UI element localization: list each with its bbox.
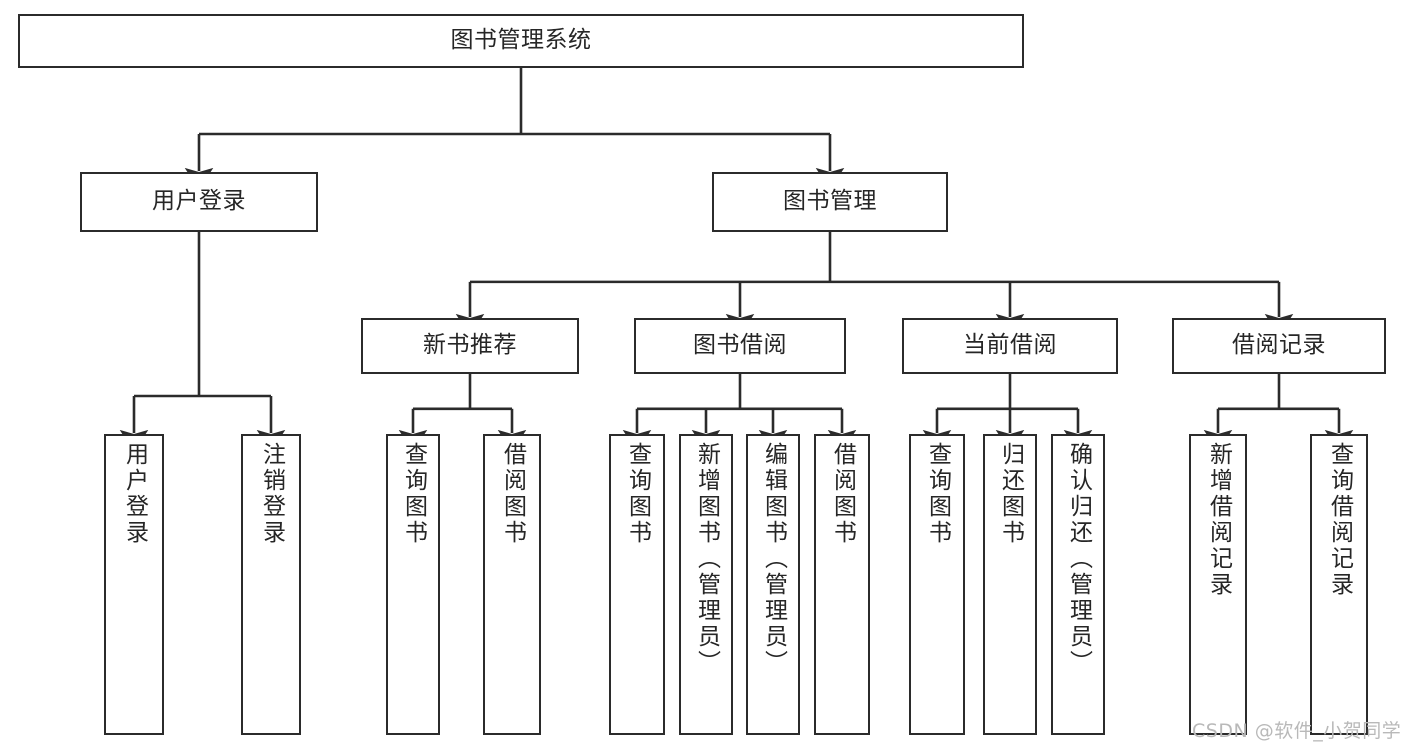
- node-label-leaf-bb-edit: 编辑图书（管理员）: [760, 442, 787, 676]
- node-label-leaf-cb-query: 查询图书: [924, 442, 951, 546]
- node-label-leaf-bb-add: 新增图书（管理员）: [693, 442, 720, 676]
- node-leaf-bb-query[interactable]: 查询图书: [609, 434, 665, 735]
- node-label-leaf-bb-borrow: 借阅图书: [829, 442, 856, 546]
- node-book-manage[interactable]: 图书管理: [712, 172, 948, 232]
- node-borrow-record[interactable]: 借阅记录: [1172, 318, 1386, 374]
- node-new-book-rec[interactable]: 新书推荐: [361, 318, 579, 374]
- node-label-new-book-rec: 新书推荐: [423, 332, 517, 359]
- node-leaf-bb-borrow[interactable]: 借阅图书: [814, 434, 870, 735]
- node-book-borrow[interactable]: 图书借阅: [634, 318, 846, 374]
- node-leaf-cb-query[interactable]: 查询图书: [909, 434, 965, 735]
- node-label-leaf-user-login: 用户登录: [121, 442, 148, 546]
- node-label-leaf-bb-query: 查询图书: [624, 442, 651, 546]
- node-label-user-login: 用户登录: [152, 188, 246, 215]
- node-label-borrow-record: 借阅记录: [1232, 332, 1326, 359]
- node-label-leaf-cb-confirm: 确认归还（管理员）: [1065, 442, 1092, 676]
- node-leaf-bb-add[interactable]: 新增图书（管理员）: [679, 434, 733, 735]
- node-leaf-br-add[interactable]: 新增借阅记录: [1189, 434, 1247, 735]
- node-user-login[interactable]: 用户登录: [80, 172, 318, 232]
- node-leaf-rec-query[interactable]: 查询图书: [386, 434, 440, 735]
- node-label-leaf-rec-borrow: 借阅图书: [499, 442, 526, 546]
- node-leaf-br-query[interactable]: 查询借阅记录: [1310, 434, 1368, 735]
- node-label-book-borrow: 图书借阅: [693, 332, 787, 359]
- node-leaf-cb-return[interactable]: 归还图书: [983, 434, 1037, 735]
- node-label-book-manage: 图书管理: [783, 188, 877, 215]
- csdn-watermark: CSDN @软件_小贺同学: [1192, 720, 1402, 742]
- node-root[interactable]: 图书管理系统: [18, 14, 1024, 68]
- node-current-borrow[interactable]: 当前借阅: [902, 318, 1118, 374]
- node-leaf-user-login[interactable]: 用户登录: [104, 434, 164, 735]
- node-leaf-bb-edit[interactable]: 编辑图书（管理员）: [746, 434, 800, 735]
- node-label-root: 图书管理系统: [450, 27, 592, 54]
- node-label-leaf-cb-return: 归还图书: [997, 442, 1024, 546]
- node-label-leaf-rec-query: 查询图书: [400, 442, 427, 546]
- node-leaf-rec-borrow[interactable]: 借阅图书: [483, 434, 541, 735]
- node-leaf-user-logout[interactable]: 注销登录: [241, 434, 301, 735]
- node-label-leaf-br-query: 查询借阅记录: [1326, 442, 1353, 598]
- node-label-leaf-user-logout: 注销登录: [258, 442, 285, 546]
- node-leaf-cb-confirm[interactable]: 确认归还（管理员）: [1051, 434, 1105, 735]
- node-label-leaf-br-add: 新增借阅记录: [1205, 442, 1232, 598]
- node-label-current-borrow: 当前借阅: [963, 332, 1057, 359]
